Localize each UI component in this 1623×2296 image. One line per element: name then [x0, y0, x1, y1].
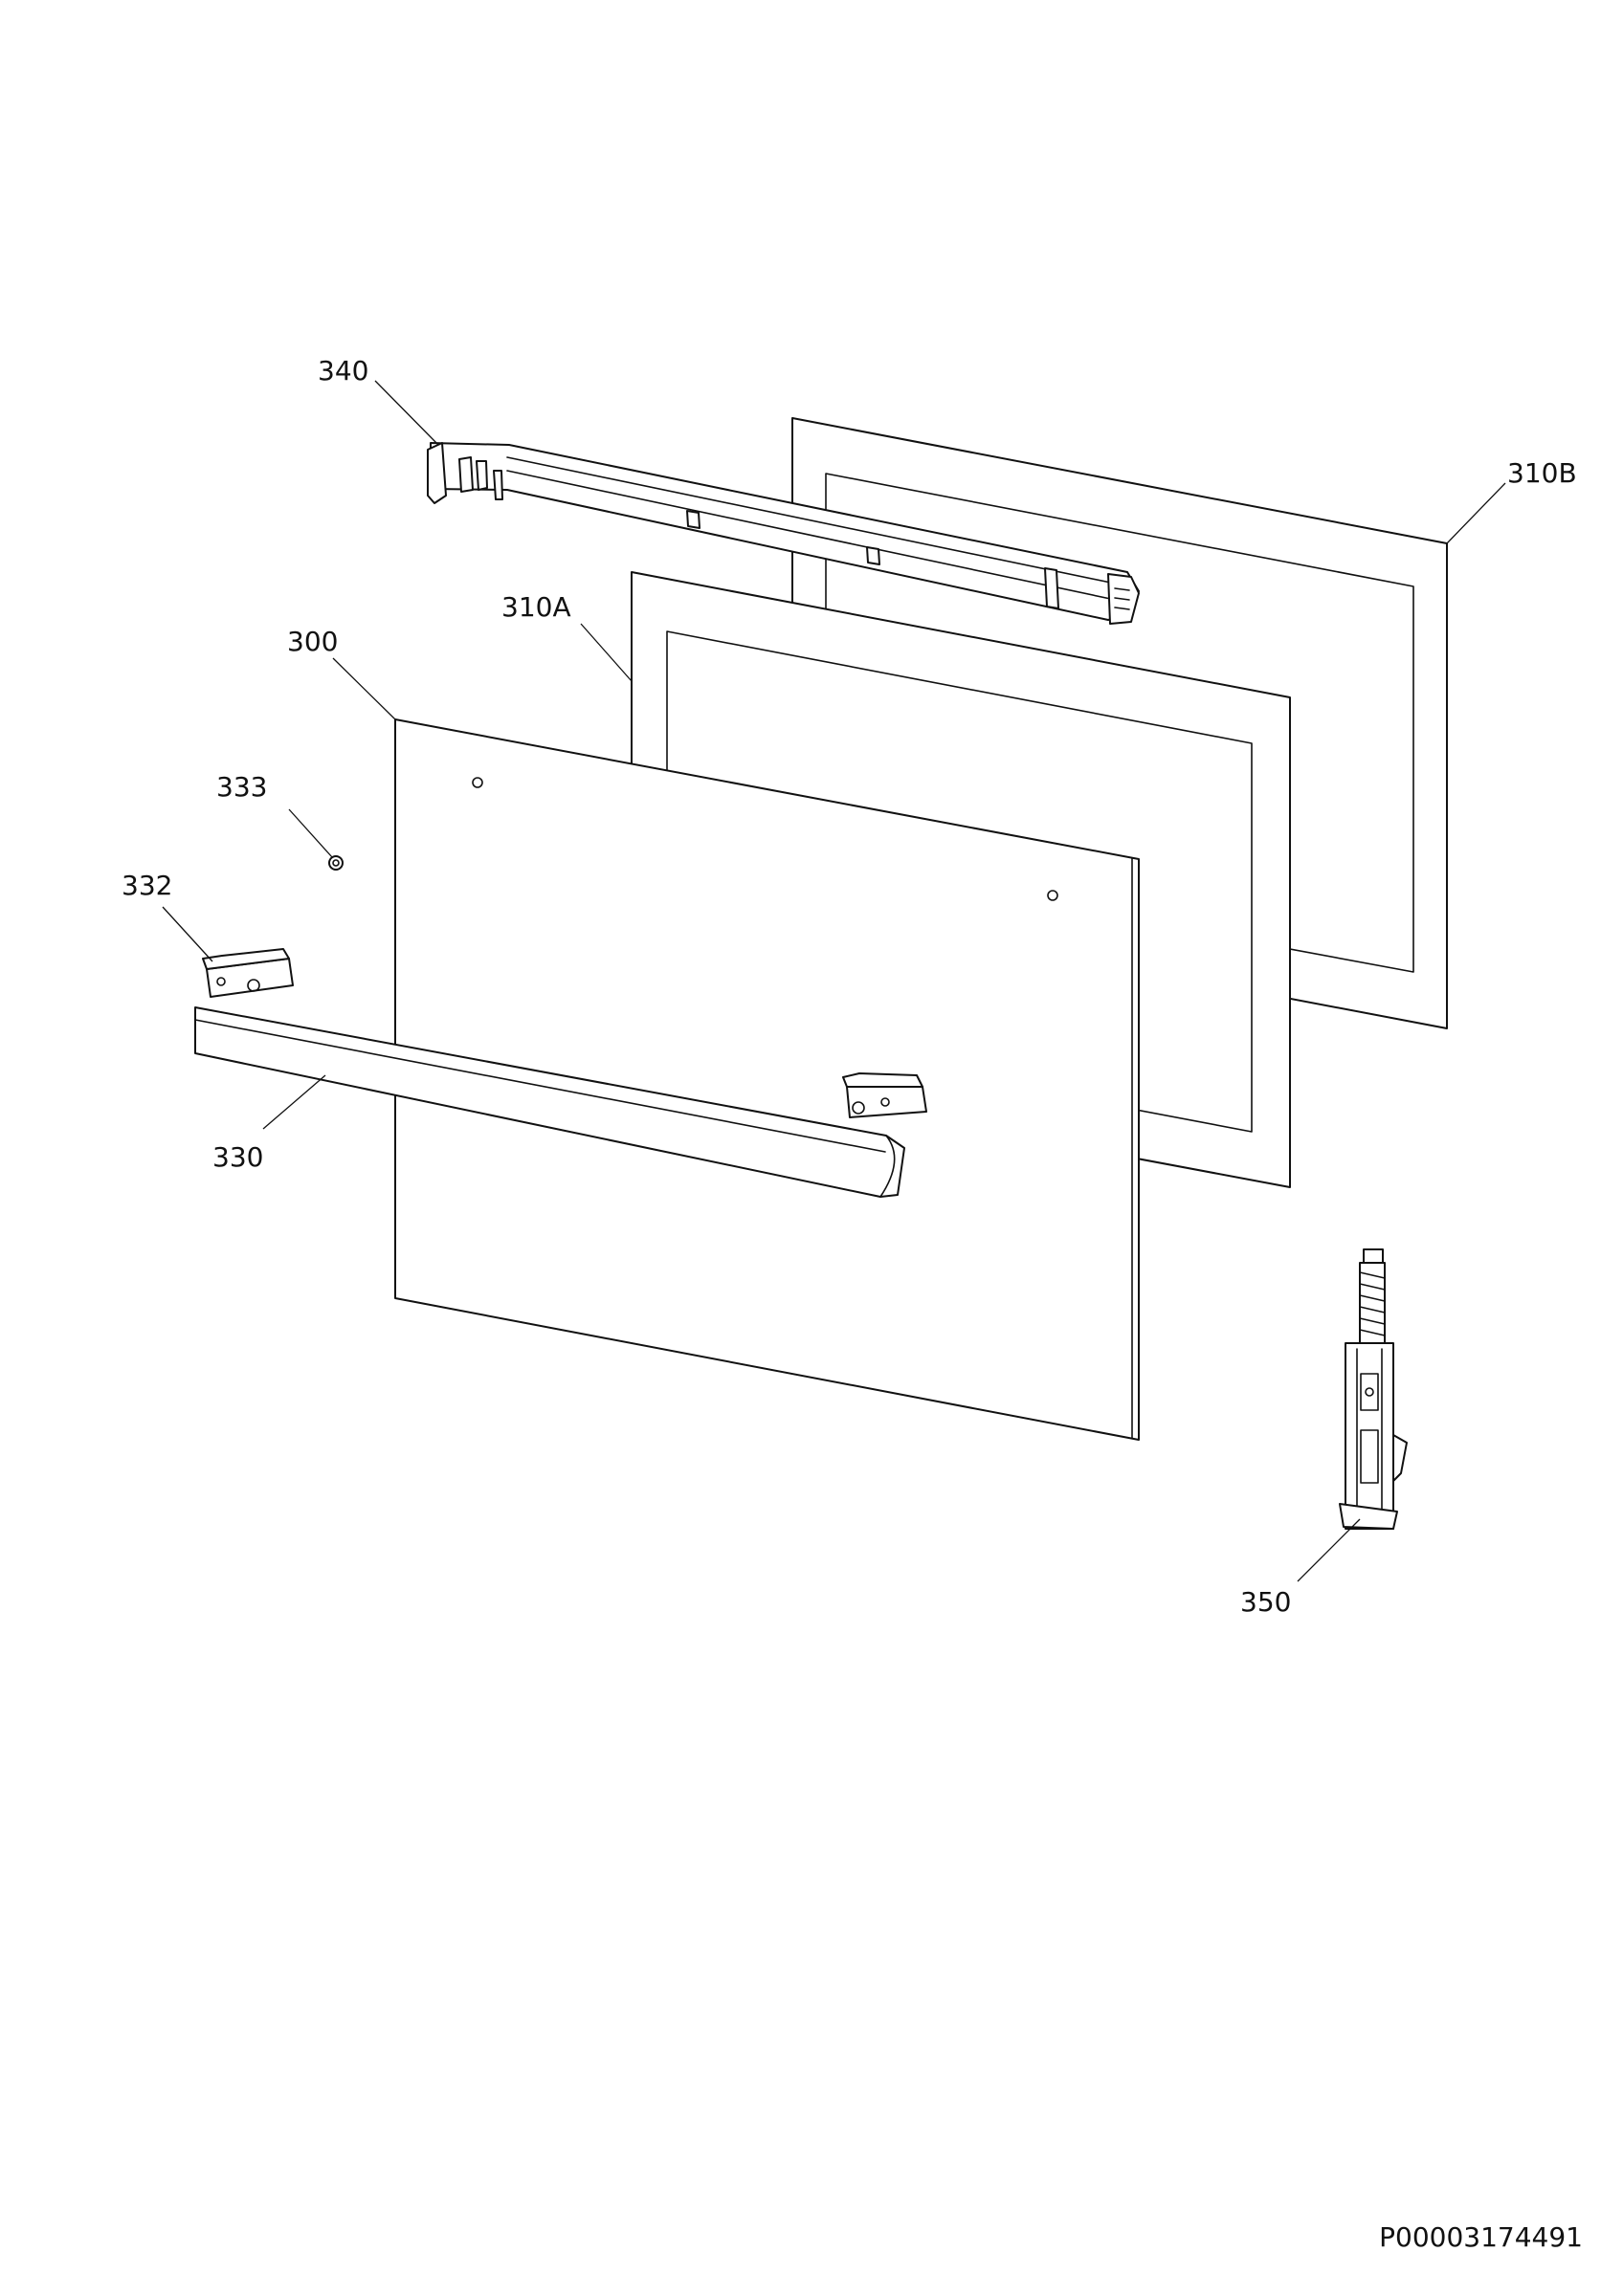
callout-labels: 340 310B 310A 300 333 332 330 350 — [122, 355, 1577, 1618]
label-300: 300 — [287, 626, 338, 657]
label-310a: 310A — [501, 591, 571, 623]
leader-332 — [162, 906, 213, 962]
label-333: 333 — [216, 771, 267, 803]
part-330-handle — [194, 1006, 905, 1198]
label-332: 332 — [122, 870, 172, 901]
label-330: 330 — [212, 1141, 263, 1173]
part-350-hinge — [1339, 1248, 1408, 1530]
leader-333 — [288, 808, 333, 858]
part-332-handle-bracket-right — [842, 1072, 927, 1118]
label-340: 340 — [318, 355, 368, 386]
part-333-screw — [328, 855, 344, 871]
leader-lines — [162, 380, 1506, 1582]
leader-310b — [1446, 482, 1506, 544]
leader-340 — [374, 380, 439, 446]
leader-330 — [262, 1074, 326, 1130]
label-310b: 310B — [1507, 457, 1577, 489]
label-350: 350 — [1240, 1586, 1291, 1618]
part-300-door-panel — [394, 718, 1140, 1441]
part-332-handle-bracket-left — [202, 948, 294, 998]
part-340-top-profile — [427, 442, 1140, 625]
leader-300 — [332, 657, 396, 720]
leader-310a — [580, 623, 633, 682]
document-code: P00003174491 — [1379, 2221, 1583, 2253]
leader-350 — [1297, 1518, 1361, 1582]
